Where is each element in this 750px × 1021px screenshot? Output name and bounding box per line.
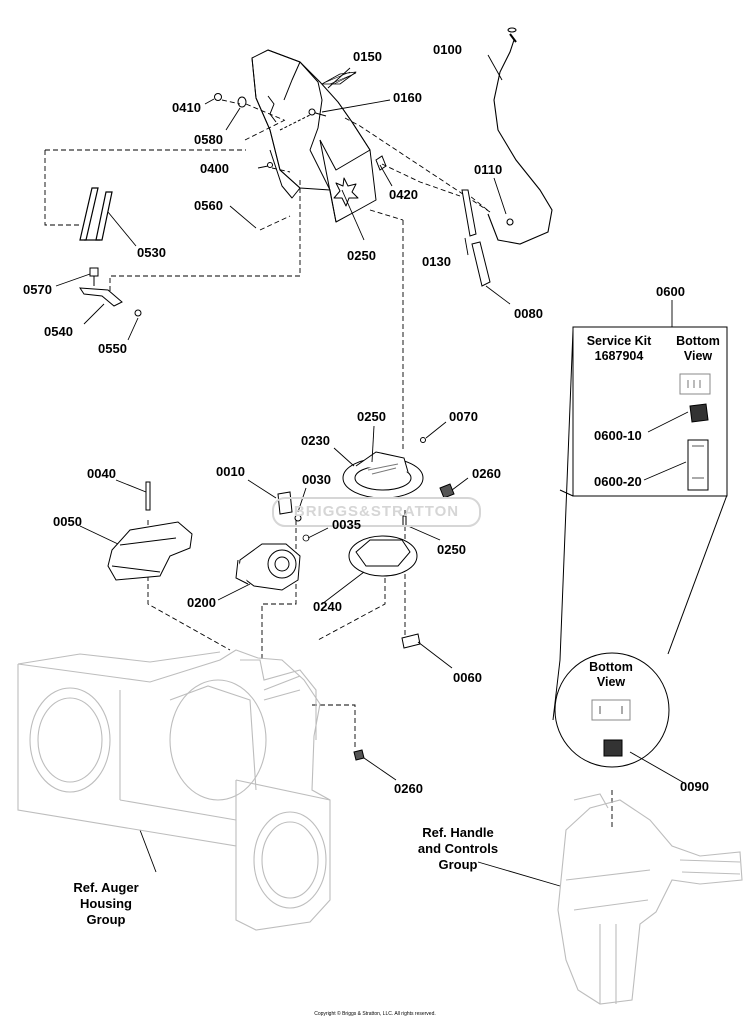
part-label-0580: 0580: [194, 132, 223, 147]
watermark: BRIGGS&STRATTON: [272, 497, 481, 527]
part-label-0560: 0560: [194, 198, 223, 213]
spring-0530: [79, 187, 113, 241]
part-label-0090: 0090: [680, 779, 709, 794]
part-label-0110: 0110: [474, 162, 503, 177]
ref-handle-line2: and Controls: [417, 841, 499, 856]
part-label-0600: 0600: [656, 284, 685, 299]
part-label-0410: 0410: [172, 100, 201, 115]
nuts: [353, 483, 455, 761]
circle-bottom-view: Bottom View: [578, 660, 644, 690]
service-kit-box: [559, 326, 728, 497]
part-label-0040: 0040: [87, 466, 116, 481]
pins: [461, 189, 491, 287]
leader-lines: [55, 54, 689, 887]
ref-handle-line1: Ref. Handle: [422, 825, 494, 840]
part-label-0160: 0160: [393, 90, 422, 105]
gear-plate-0230: [342, 437, 426, 499]
ref-auger-line1: Ref. Auger: [73, 880, 139, 895]
part-label-0035: 0035: [332, 517, 361, 532]
service-kit-bottom-view-line2: View: [683, 349, 713, 363]
ref-auger-housing-group: Ref. Auger Housing Group: [56, 880, 156, 928]
handle-controls-group: [557, 793, 743, 1005]
part-label-0540: 0540: [44, 324, 73, 339]
circle-bottom-view-line2: View: [596, 675, 626, 689]
bracket-0540: [79, 267, 142, 317]
part-label-0150: 0150: [353, 49, 382, 64]
part-label-0230: 0230: [301, 433, 330, 448]
part-label-0420: 0420: [389, 187, 418, 202]
part-label-0570: 0570: [23, 282, 52, 297]
part-label-0250: 0250: [347, 248, 376, 263]
circle-bottom-view-line1: Bottom: [589, 660, 633, 674]
assembly-lines: [44, 99, 613, 830]
part-label-0060: 0060: [453, 670, 482, 685]
service-kit-bottom-view-line1: Bottom: [676, 334, 720, 348]
part-label-0080: 0080: [514, 306, 543, 321]
part-label-0260-lower: 0260: [394, 781, 423, 796]
part-label-0250-mid: 0250: [437, 542, 466, 557]
cover-0050: [107, 481, 193, 581]
part-label-0100: 0100: [433, 42, 462, 57]
kit-callout-lines: [552, 329, 728, 721]
part-label-0070: 0070: [449, 409, 478, 424]
service-kit-title-line1: Service Kit: [586, 334, 652, 348]
part-label-0530: 0530: [137, 245, 166, 260]
part-label-0050: 0050: [53, 514, 82, 529]
part-label-0260: 0260: [472, 466, 501, 481]
part-label-0250-top: 0250: [357, 409, 386, 424]
chute-deflector: [251, 49, 377, 223]
part-label-0400: 0400: [200, 161, 229, 176]
part-label-0030: 0030: [302, 472, 331, 487]
part-label-0130: 0130: [422, 254, 451, 269]
service-kit-bottom-view: Bottom View: [668, 334, 728, 364]
part-label-0240: 0240: [313, 599, 342, 614]
part-label-0600-10: 0600-10: [594, 428, 642, 443]
service-kit-number: 1687904: [594, 349, 644, 363]
motor-0200: [235, 543, 301, 591]
part-label-0550: 0550: [98, 341, 127, 356]
auger-housing: [17, 649, 331, 931]
part-label-0010: 0010: [216, 464, 245, 479]
cable-0100: [487, 27, 553, 245]
chute-hardware: [214, 93, 387, 171]
ref-handle-line3: Group: [438, 857, 478, 872]
bottom-view-circle: [554, 652, 670, 768]
ref-auger-line3: Group: [86, 912, 126, 927]
ref-auger-line2: Housing: [80, 896, 132, 911]
part-label-0600-20: 0600-20: [594, 474, 642, 489]
copyright-notice: Copyright © Briggs & Stratton, LLC. All …: [314, 1011, 436, 1017]
part-label-0200: 0200: [187, 595, 216, 610]
service-kit-title: Service Kit 1687904: [576, 334, 662, 364]
gasket-0240: [348, 535, 418, 577]
ref-handle-controls-group: Ref. Handle and Controls Group: [402, 825, 514, 873]
